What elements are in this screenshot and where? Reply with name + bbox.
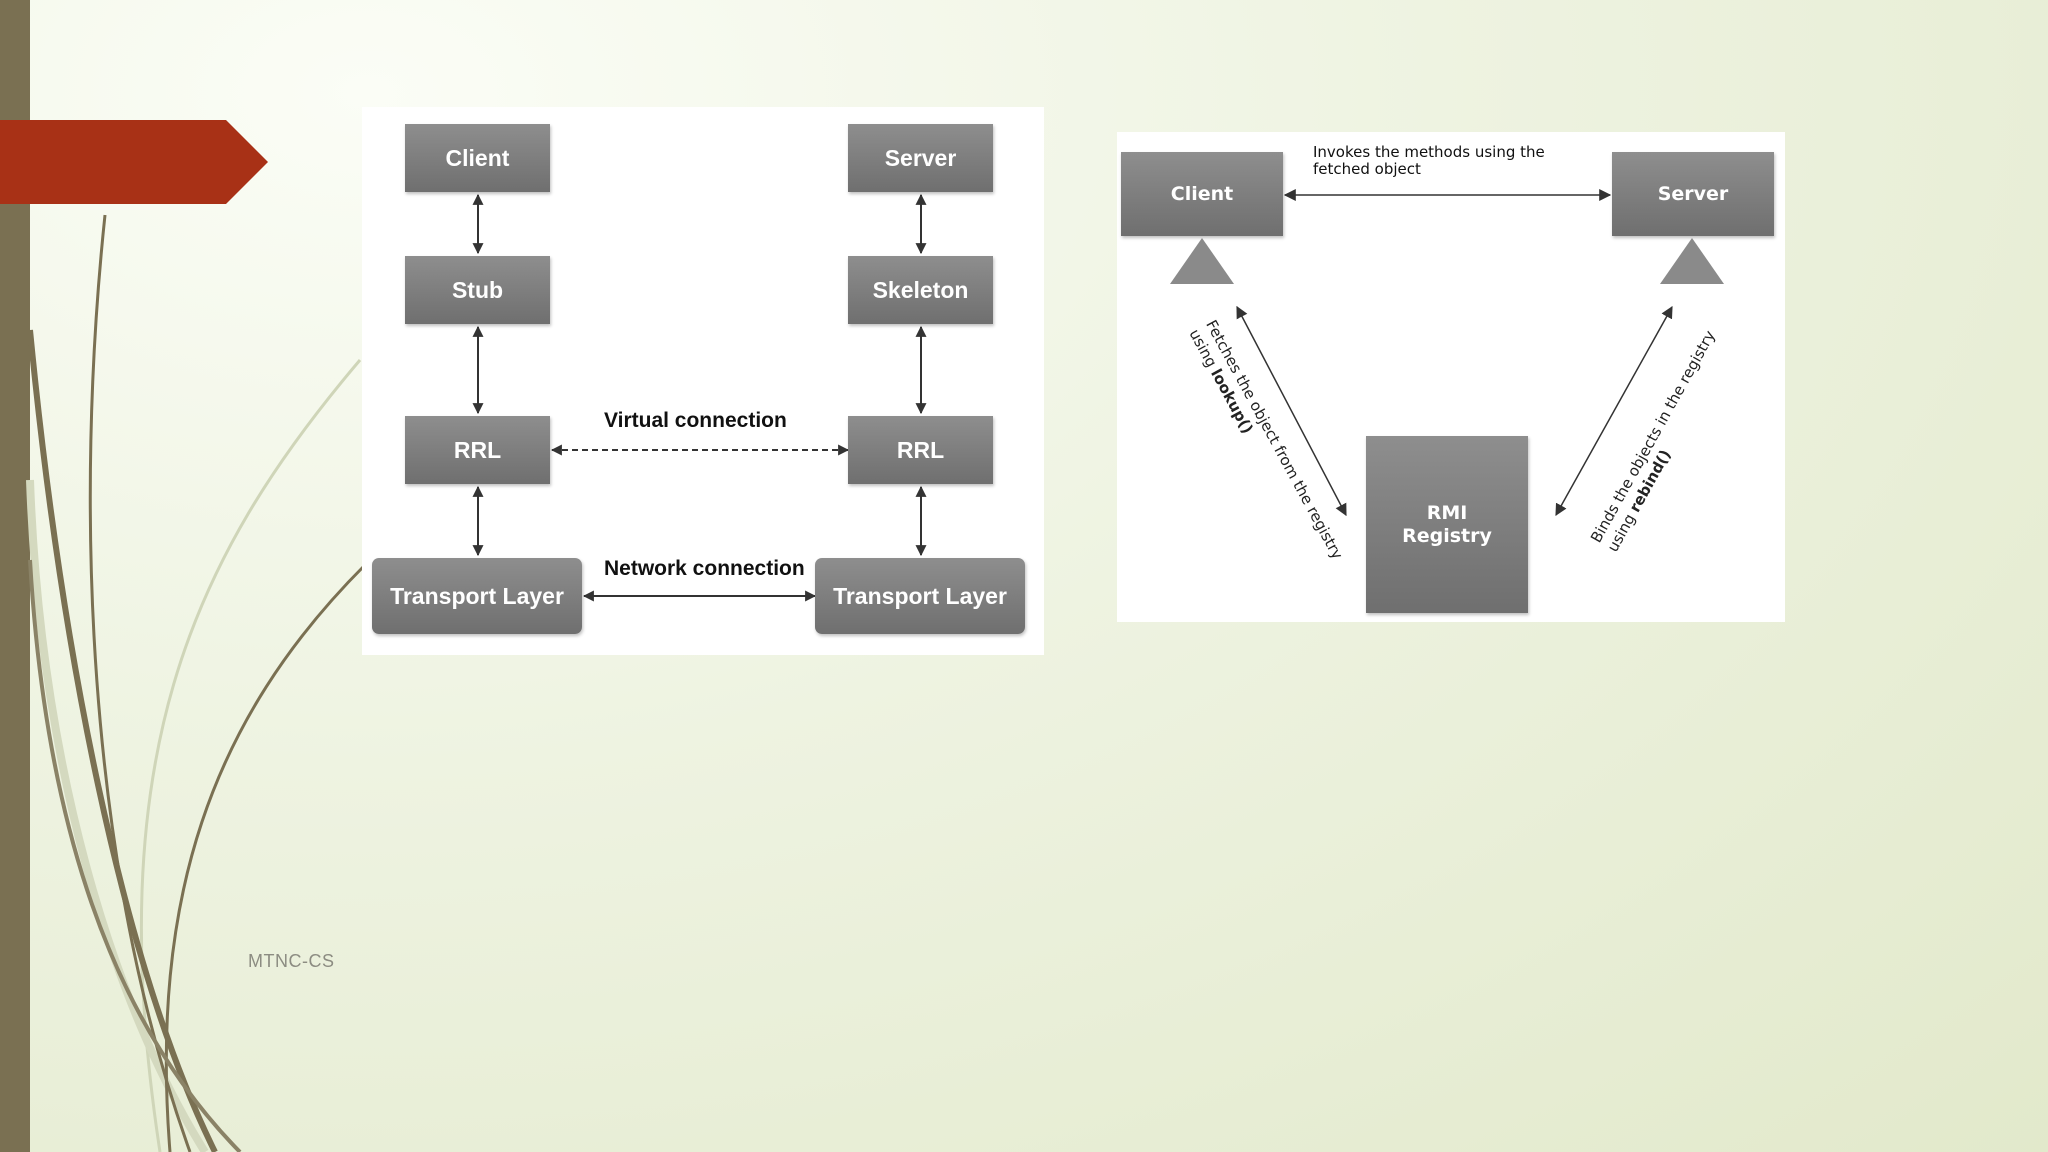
client-triangle (1170, 238, 1234, 284)
server-triangle (1660, 238, 1724, 284)
stub-box: Stub (405, 256, 550, 324)
server-box: Server (848, 124, 993, 192)
left-arrows (472, 193, 927, 602)
curve-dark-4 (28, 559, 242, 1152)
curve-light-1 (139, 359, 362, 1152)
footer-text: MTNC-CS (248, 951, 335, 971)
invokes-label: Invokes the methods using the fetched ob… (1313, 143, 1545, 178)
server-box: Server (1612, 152, 1774, 236)
client-box: Client (405, 124, 550, 192)
skeleton-box: Skeleton (848, 256, 993, 324)
network-connection-label: Network connection (604, 557, 805, 580)
rmi-registry-diagram: Client Server RMI Registry Invokes the m… (1117, 132, 1785, 622)
curve-dark-2 (27, 329, 218, 1152)
virtual-connection-label: Virtual connection (604, 409, 787, 432)
transport-left-box: Transport Layer (372, 558, 582, 634)
curve-dark-3 (164, 563, 367, 1152)
rmi-architecture-diagram: Client Server Stub Skeleton RRL RRL Tran… (362, 107, 1044, 655)
curve-dark-1 (88, 214, 192, 1152)
right-arrows (1236, 189, 1673, 517)
curve-light-2 (26, 479, 209, 1152)
rrl-left-box: RRL (405, 416, 550, 484)
arrow-client-registry (1236, 305, 1347, 517)
rrl-right-box: RRL (848, 416, 993, 484)
client-box: Client (1121, 152, 1283, 236)
title-banner (0, 120, 268, 204)
transport-right-box: Transport Layer (815, 558, 1025, 634)
rmi-registry-box: RMI Registry (1366, 436, 1528, 613)
arrow-server-registry (1555, 305, 1673, 517)
